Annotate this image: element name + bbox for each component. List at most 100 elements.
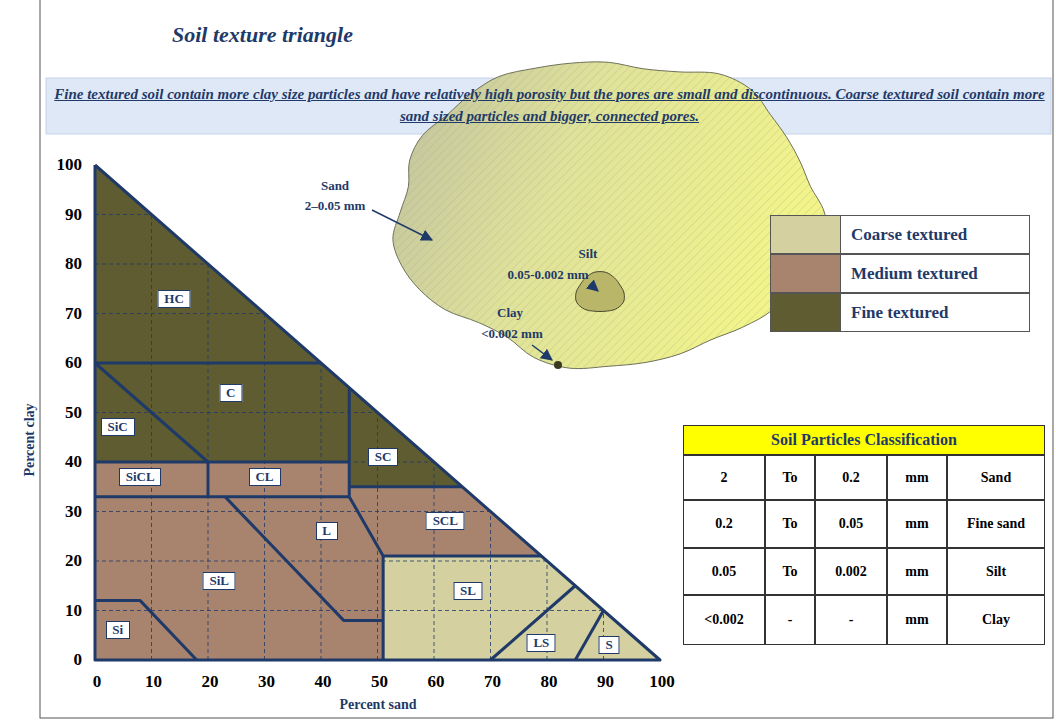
grid-line: [95, 412, 378, 413]
caption: Fine textured soil contain more clay siz…: [52, 83, 1047, 127]
legend-swatch: [771, 216, 841, 253]
particle-label: Silt: [579, 246, 598, 262]
table-cell: -: [765, 595, 815, 645]
table-cell: 2: [683, 455, 765, 500]
table-cell: 0.2: [815, 455, 887, 500]
texture-class-box: LS: [527, 634, 556, 652]
title: Soil texture triangle: [172, 22, 353, 48]
frame: [40, 0, 1053, 718]
clay-tick: 10: [65, 601, 82, 621]
table-cell: To: [765, 548, 815, 595]
legend-text: Fine textured: [851, 294, 948, 331]
legend-row: Coarse textured: [770, 215, 1030, 254]
sand-particle: [393, 62, 827, 369]
legend-row: Medium textured: [770, 254, 1030, 293]
grid-line: [151, 215, 152, 661]
sand-tick: 20: [202, 672, 219, 692]
texture-class-box: S: [599, 636, 620, 654]
axis-title: Percent sand: [339, 697, 416, 713]
class-boundary: [95, 461, 349, 464]
table-cell: mm: [887, 455, 947, 500]
texture-class-box: L: [316, 522, 338, 540]
sand-tick: 100: [649, 672, 675, 692]
sand-tick: 30: [258, 672, 275, 692]
class-label: SC: [374, 449, 392, 465]
clay-tick: 60: [65, 353, 82, 373]
axis-title: Percent clay: [22, 403, 38, 476]
class-label: SL: [459, 583, 476, 599]
table-cell: 0.05: [683, 548, 765, 595]
table-header: Soil Particles Classification: [683, 425, 1045, 455]
class-label: SiCL: [125, 469, 155, 485]
texture-class-box: C: [219, 384, 242, 402]
particle-label: <0.002 mm: [481, 326, 543, 342]
class-label: S: [605, 637, 614, 653]
legend-row: Fine textured: [770, 293, 1030, 332]
texture-class-box: Si: [106, 621, 130, 639]
class-label: SiC: [107, 419, 129, 435]
table-cell: Sand: [947, 455, 1045, 500]
texture-class-box: SiL: [203, 572, 236, 590]
class-label: SiL: [209, 573, 230, 589]
leader-arrow: [372, 210, 432, 240]
texture-class-box: SiCL: [119, 468, 161, 486]
class-label: LS: [533, 635, 550, 651]
class-boundary: [95, 495, 349, 498]
grid-line: [434, 462, 435, 660]
class-boundary: [349, 485, 462, 488]
grid-line: [208, 264, 209, 660]
class-label: Si: [112, 622, 124, 638]
clay-tick: 0: [74, 650, 83, 670]
table-cell: Clay: [947, 595, 1045, 645]
clay-tick: 80: [65, 254, 82, 274]
sand-tick: 70: [484, 672, 501, 692]
class-boundary: [491, 586, 576, 660]
class-boundary: [95, 362, 321, 365]
texture-class-box: SiC: [101, 418, 135, 436]
sand-tick: 10: [145, 672, 162, 692]
class-boundary: [207, 462, 210, 497]
table-cell: mm: [887, 548, 947, 595]
grid-line: [95, 214, 152, 215]
texture-class-box: SL: [453, 582, 482, 600]
class-label: L: [322, 523, 332, 539]
leader-arrow: [532, 345, 552, 360]
table-cell: <0.002: [683, 595, 765, 645]
clay-tick: 50: [65, 403, 82, 423]
table-cell: -: [815, 595, 887, 645]
table-cell: To: [765, 455, 815, 500]
sand-texture: [393, 62, 827, 369]
table-cell: Silt: [947, 548, 1045, 595]
particle-label: 0.05-0.002 mm: [507, 267, 588, 283]
table-cell: mm: [887, 500, 947, 548]
clay-tick: 70: [65, 304, 82, 324]
texture-class-box: HC: [158, 290, 191, 308]
table-cell: 0.2: [683, 500, 765, 548]
particle-label: Clay: [497, 305, 523, 321]
clay-tick: 100: [57, 155, 83, 175]
clay-tick: 20: [65, 551, 82, 571]
sand-tick: 40: [315, 672, 332, 692]
clay-tick: 30: [65, 502, 82, 522]
texture-class-box: CL: [249, 468, 281, 486]
sand-tick: 0: [93, 672, 102, 692]
clay-particle: [554, 361, 562, 369]
clay-tick: 40: [65, 452, 82, 472]
grid-line: [264, 314, 265, 661]
sand-tick: 60: [428, 672, 445, 692]
grid-line: [95, 363, 321, 364]
class-label: C: [225, 385, 236, 401]
table-cell: To: [765, 500, 815, 548]
legend-text: Coarse textured: [851, 216, 967, 253]
class-boundary: [95, 601, 197, 660]
class-label: SCL: [432, 513, 459, 529]
grid-line: [321, 363, 322, 660]
class-boundary: [349, 497, 383, 660]
grid-line: [95, 610, 604, 611]
sand-tick: 90: [597, 672, 614, 692]
particle-label: Sand: [321, 178, 349, 194]
class-boundary: [348, 388, 351, 497]
legend-swatch: [771, 294, 841, 331]
clay-tick: 90: [65, 205, 82, 225]
